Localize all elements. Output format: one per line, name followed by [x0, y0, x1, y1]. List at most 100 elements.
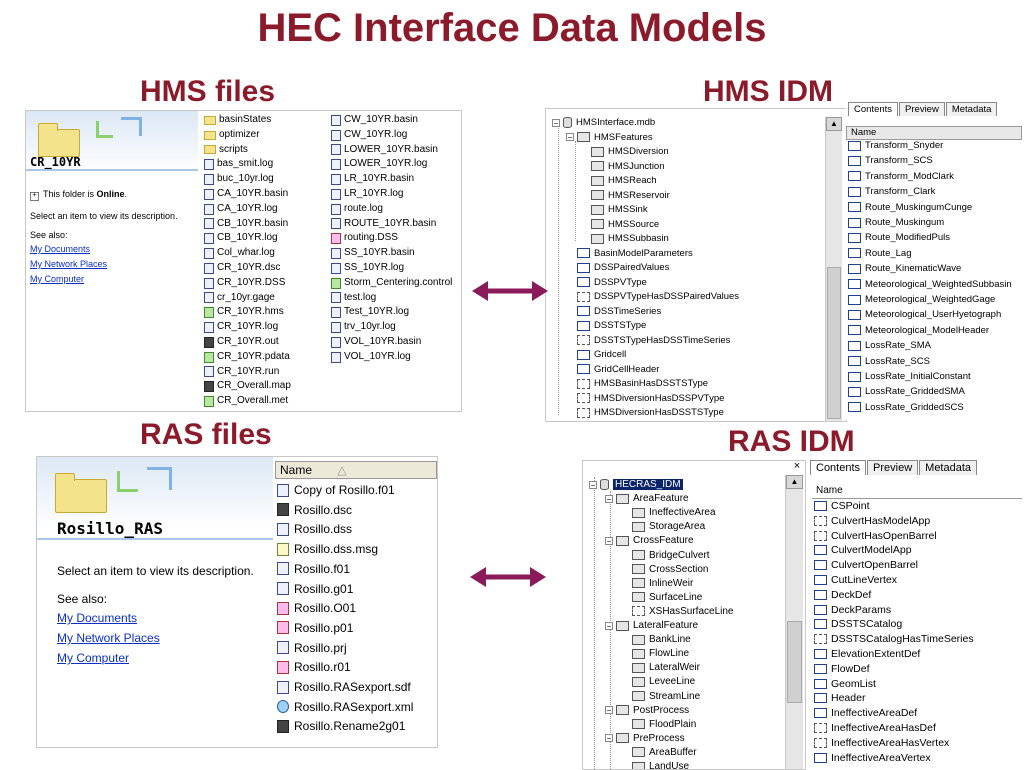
list-item[interactable]: Meteorological_UserHyetograph	[848, 309, 1001, 320]
file-item[interactable]: Copy of Rosillo.f01	[277, 483, 395, 497]
close-icon[interactable]: ×	[791, 461, 803, 473]
tab-metadata[interactable]: Metadata	[946, 102, 998, 116]
list-item[interactable]: CutLineVertex	[814, 574, 897, 586]
see-also-link[interactable]: My Documents	[53, 608, 273, 628]
tree-node[interactable]: −PreProcess	[605, 733, 685, 744]
list-item[interactable]: CSPoint	[814, 500, 870, 512]
file-item[interactable]: LR_10YR.basin	[331, 172, 452, 187]
see-also-link[interactable]: My Documents	[26, 242, 198, 257]
list-item[interactable]: GeomList	[814, 678, 876, 690]
file-item[interactable]: CR_Overall.map	[204, 379, 291, 394]
tree-node[interactable]: HMSJunction	[580, 161, 665, 172]
file-item[interactable]: Rosillo.prj	[277, 641, 347, 655]
file-item[interactable]: Rosillo.Rename2g01	[277, 719, 405, 733]
tree-node[interactable]: Gridcell	[566, 349, 626, 360]
tree-node[interactable]: −AreaFeature	[605, 493, 689, 504]
file-item[interactable]: Rosillo.f01	[277, 562, 350, 576]
list-item[interactable]: CulvertHasOpenBarrel	[814, 530, 937, 542]
list-item[interactable]: LossRate_GriddedSMA	[848, 386, 965, 397]
list-item[interactable]: LossRate_SMA	[848, 340, 931, 351]
tree-node[interactable]: HMSSubbasin	[580, 233, 669, 244]
file-item[interactable]: CW_10YR.basin	[331, 113, 452, 128]
tree-node[interactable]: DSSPVType	[566, 277, 647, 288]
tree-node[interactable]: −LateralFeature	[605, 620, 698, 631]
file-item[interactable]: route.log	[331, 202, 452, 217]
tree-node[interactable]: HMSReach	[580, 175, 657, 186]
see-also-link[interactable]: My Computer	[26, 272, 198, 287]
list-item[interactable]: DeckParams	[814, 604, 891, 616]
file-item[interactable]: SS_10YR.log	[331, 261, 452, 276]
tree-node[interactable]: HMSDiversionHasDSSTSType	[566, 407, 724, 418]
file-item[interactable]: ROUTE_10YR.basin	[331, 217, 452, 232]
list-item[interactable]: DSSTSCatalogHasTimeSeries	[814, 633, 974, 645]
tree-node[interactable]: LandUse	[621, 761, 689, 770]
file-item[interactable]: CR_Overall.met	[204, 394, 291, 409]
vertical-scrollbar[interactable]: ▲	[785, 475, 803, 769]
see-also-link[interactable]: My Network Places	[53, 628, 273, 648]
collapse-toggle-icon[interactable]: −	[605, 495, 613, 503]
column-header-name[interactable]: Name △	[275, 461, 437, 479]
file-item[interactable]: buc_10yr.log	[204, 172, 291, 187]
collapse-toggle-icon[interactable]: −	[552, 119, 560, 127]
file-item[interactable]: LR_10YR.log	[331, 187, 452, 202]
tree-node[interactable]: −HECRAS_IDM	[589, 479, 683, 490]
file-item[interactable]: VOL_10YR.log	[331, 350, 452, 365]
file-item[interactable]: Test_10YR.log	[331, 305, 452, 320]
file-item[interactable]: Col_whar.log	[204, 246, 291, 261]
tree-node[interactable]: LateralWeir	[621, 662, 700, 673]
file-item[interactable]: CB_10YR.log	[204, 231, 291, 246]
list-item[interactable]: LossRate_GriddedSCS	[848, 402, 964, 413]
scroll-thumb[interactable]	[827, 267, 841, 419]
tree-node[interactable]: BasinModelParameters	[566, 248, 693, 259]
file-item[interactable]: Rosillo.RASexport.xml	[277, 700, 413, 714]
list-item[interactable]: Transform_Clark	[848, 186, 935, 197]
file-item[interactable]: bas_smit.log	[204, 157, 291, 172]
file-item[interactable]: CR_10YR.out	[204, 335, 291, 350]
tree-node[interactable]: GridCellHeader	[566, 364, 659, 375]
file-item[interactable]: Rosillo.dss.msg	[277, 542, 378, 556]
list-item[interactable]: LossRate_SCS	[848, 356, 930, 367]
list-item[interactable]: IneffectiveAreaVertex	[814, 752, 931, 764]
list-item[interactable]: IneffectiveAreaHasVertex	[814, 737, 949, 749]
collapse-toggle-icon[interactable]: −	[566, 133, 574, 141]
list-item[interactable]: FlowDef	[814, 663, 870, 675]
tree-node[interactable]: CrossSection	[621, 564, 708, 575]
list-item[interactable]: IneffectiveAreaHasDef	[814, 722, 936, 734]
tree-node[interactable]: FloodPlain	[621, 719, 696, 730]
file-item[interactable]: Storm_Centering.control	[331, 276, 452, 291]
list-item[interactable]: Meteorological_ModelHeader	[848, 325, 989, 336]
file-item[interactable]: cr_10yr.gage	[204, 291, 291, 306]
file-item[interactable]: SS_10YR.basin	[331, 246, 452, 261]
list-header-name[interactable]: Name	[812, 484, 1022, 499]
tree-node[interactable]: IneffectiveArea	[621, 507, 716, 518]
list-item[interactable]: DSSTSCatalog	[814, 618, 902, 630]
tree-node[interactable]: HMSBasinHasDSSTSType	[566, 378, 708, 389]
collapse-toggle-icon[interactable]: −	[605, 734, 613, 742]
tree-node[interactable]: DSSPVTypeHasDSSPairedValues	[566, 291, 739, 302]
file-item[interactable]: LOWER_10YR.log	[331, 157, 452, 172]
file-item[interactable]: LOWER_10YR.basin	[331, 143, 452, 158]
file-item[interactable]: CB_10YR.basin	[204, 217, 291, 232]
file-item[interactable]: Rosillo.p01	[277, 621, 353, 635]
vertical-scrollbar[interactable]: ▲	[825, 117, 842, 421]
tree-node[interactable]: DSSTSType	[566, 320, 646, 331]
list-item[interactable]: CulvertModelApp	[814, 544, 912, 556]
file-item[interactable]: Rosillo.O01	[277, 601, 356, 615]
tree-node[interactable]: DSSTSTypeHasDSSTimeSeries	[566, 335, 730, 346]
file-item[interactable]: CR_10YR.log	[204, 320, 291, 335]
tab-preview[interactable]: Preview	[899, 102, 945, 116]
tree-node[interactable]: HMSSink	[580, 204, 648, 215]
list-item[interactable]: Transform_ModClark	[848, 171, 954, 182]
list-item[interactable]: ElevationExtentDef	[814, 648, 920, 660]
expand-icon[interactable]: +	[30, 192, 39, 201]
tree-node[interactable]: HMSReservoir	[580, 190, 670, 201]
file-item[interactable]: trv_10yr.log	[331, 320, 452, 335]
scroll-up-button[interactable]: ▲	[786, 475, 803, 489]
tree-node[interactable]: XSHasSurfaceLine	[621, 606, 734, 617]
tree-node[interactable]: −HMSFeatures	[566, 132, 653, 143]
list-item[interactable]: Route_Lag	[848, 248, 911, 259]
list-item[interactable]: LossRate_InitialConstant	[848, 371, 971, 382]
scroll-up-button[interactable]: ▲	[826, 117, 842, 131]
file-item[interactable]: CW_10YR.log	[331, 128, 452, 143]
tree-node[interactable]: −CrossFeature	[605, 535, 694, 546]
